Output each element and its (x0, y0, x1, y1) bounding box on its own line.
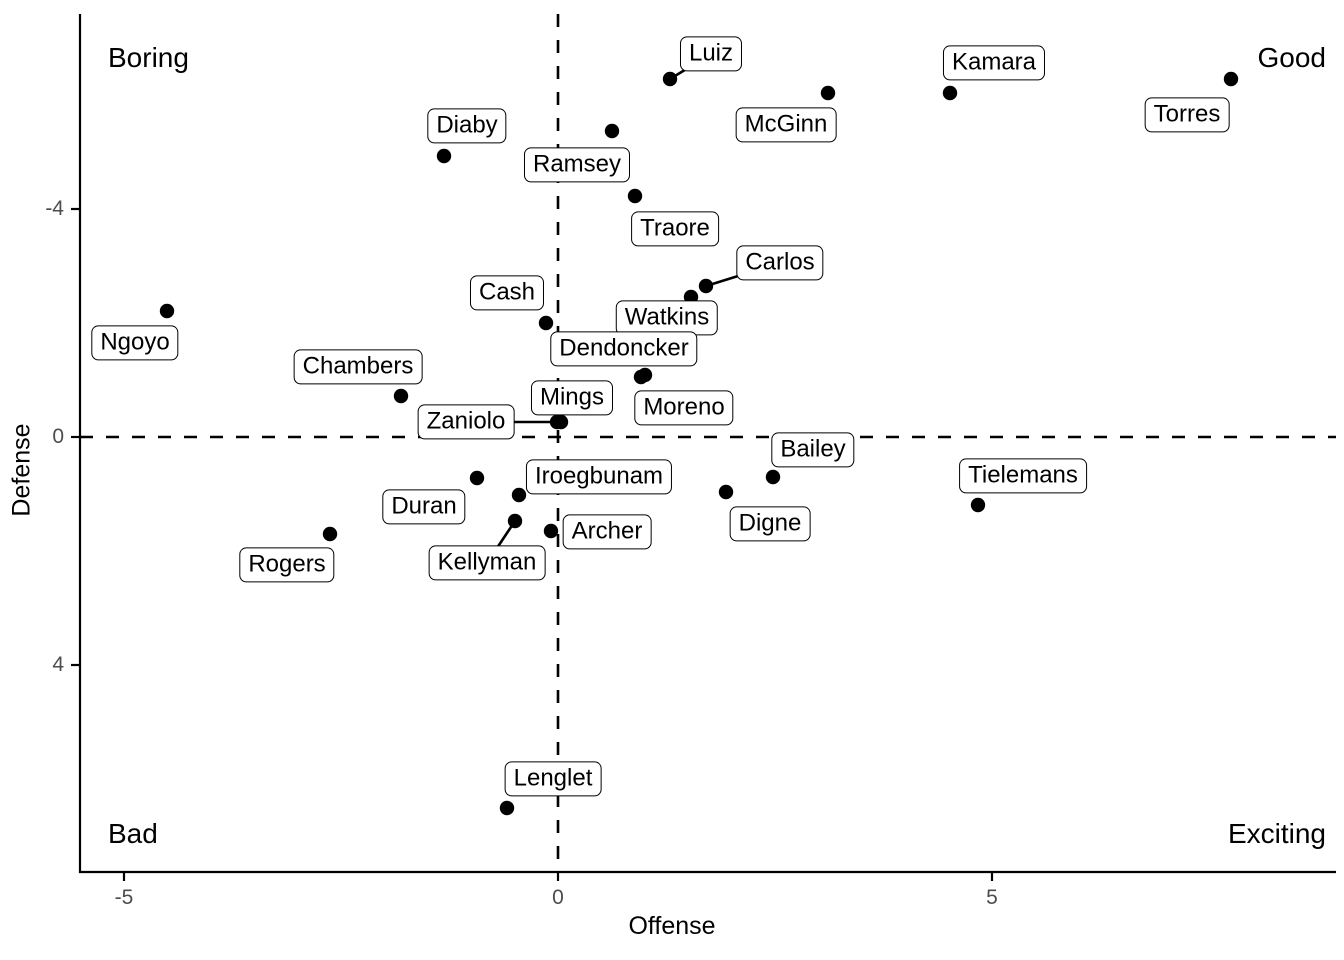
point-label[interactable]: Archer (562, 514, 652, 550)
point-label[interactable]: Ngoyo (91, 325, 179, 361)
point-label[interactable]: Carlos (736, 245, 824, 281)
data-point[interactable] (159, 303, 175, 319)
point-label[interactable]: Lenglet (504, 761, 602, 797)
point-label[interactable]: Mings (530, 380, 614, 416)
data-point[interactable] (662, 71, 678, 87)
point-label[interactable]: Kellyman (428, 545, 546, 581)
x-axis-title: Offense (628, 912, 716, 940)
point-label[interactable]: Ramsey (523, 147, 631, 183)
point-label[interactable]: Watkins (615, 300, 719, 336)
y-tick-label: 0 (52, 425, 64, 448)
data-point[interactable] (469, 470, 485, 486)
point-label[interactable]: Torres (1144, 97, 1230, 133)
data-point[interactable] (436, 148, 452, 164)
point-label[interactable]: Chambers (293, 349, 423, 385)
point-label[interactable]: Zaniolo (417, 404, 515, 440)
y-axis-title: Defense (7, 423, 36, 517)
data-point[interactable] (549, 414, 565, 430)
point-label[interactable]: Digne (729, 506, 811, 542)
point-label[interactable]: Iroegbunam (525, 459, 673, 495)
data-point[interactable] (538, 315, 554, 331)
x-tick-label: 0 (552, 886, 564, 909)
point-label[interactable]: Diaby (427, 108, 507, 144)
point-label[interactable]: Cash (469, 275, 545, 311)
data-point[interactable] (970, 497, 986, 513)
axis-frame (78, 14, 1336, 874)
data-point[interactable] (393, 388, 409, 404)
data-point[interactable] (637, 367, 653, 383)
data-point[interactable] (627, 188, 643, 204)
data-point[interactable] (511, 487, 527, 503)
data-point[interactable] (942, 85, 958, 101)
x-tick-label: -5 (114, 886, 134, 909)
point-label[interactable]: Luiz (679, 36, 743, 72)
point-label[interactable]: McGinn (735, 107, 837, 143)
quadrant-label-exciting: Exciting (1227, 818, 1326, 849)
data-point[interactable] (765, 469, 781, 485)
point-label[interactable]: Tielemans (959, 458, 1087, 494)
point-label[interactable]: Bailey (771, 432, 855, 468)
quadrant-label-bad: Bad (108, 818, 158, 849)
point-label[interactable]: Rogers (239, 547, 335, 583)
point-label[interactable]: Moreno (634, 390, 734, 426)
data-point[interactable] (604, 123, 620, 139)
point-label[interactable]: Duran (382, 489, 466, 525)
y-tick-label: -4 (45, 197, 64, 220)
data-point[interactable] (698, 278, 714, 294)
data-point[interactable] (820, 85, 836, 101)
data-point[interactable] (507, 513, 523, 529)
data-point[interactable] (322, 526, 338, 542)
y-tick-label: 4 (52, 653, 64, 676)
point-label[interactable]: Dendoncker (550, 331, 698, 367)
x-tick-label: 5 (986, 886, 998, 909)
data-point[interactable] (543, 523, 559, 539)
data-point[interactable] (718, 484, 734, 500)
data-point[interactable] (499, 800, 515, 816)
point-label[interactable]: Traore (631, 211, 719, 247)
point-label[interactable]: Kamara (942, 45, 1046, 81)
quadrant-label-good: Good (1257, 42, 1327, 73)
data-point[interactable] (1223, 71, 1239, 87)
quadrant-label-boring: Boring (108, 42, 189, 73)
